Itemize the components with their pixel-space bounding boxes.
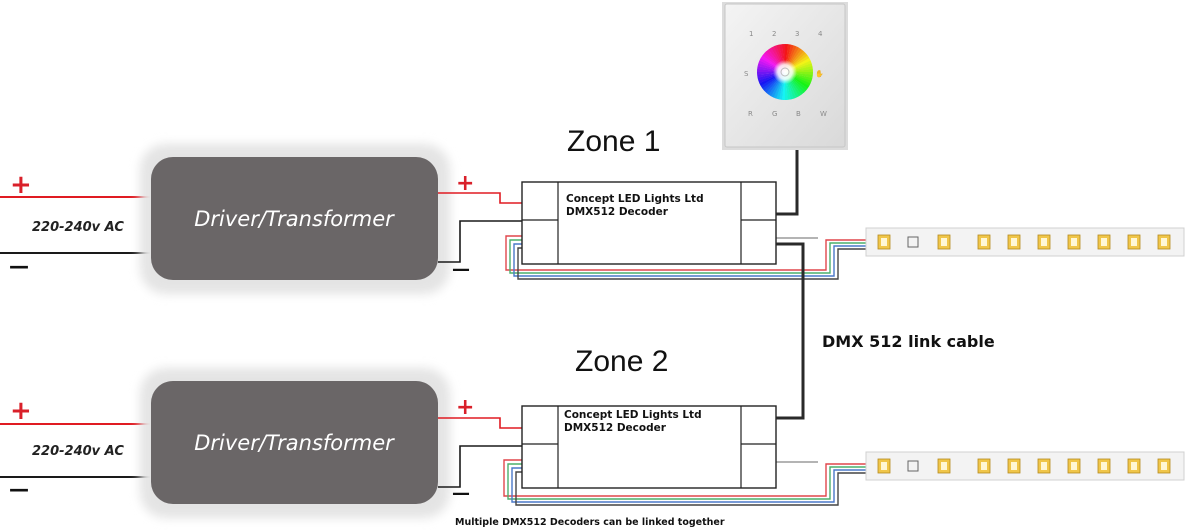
driver-label: Driver/Transformer — [194, 431, 395, 455]
led-chip-lens — [981, 462, 987, 470]
led-strip — [865, 227, 1185, 257]
white-button: W — [820, 110, 827, 118]
supply-voltage-label: 220-240v AC — [32, 220, 124, 235]
led-strip-body — [865, 227, 1185, 257]
decoder-brand: Concept LED Lights Ltd — [564, 409, 702, 421]
rgb-wire-green — [509, 239, 868, 274]
decoder-model: DMX512 Decoder — [564, 422, 667, 434]
output-plus-sign: + — [456, 395, 474, 420]
input-minus-sign: — — [9, 477, 29, 501]
rgb-wire-red — [503, 459, 868, 497]
decoder-box — [521, 181, 777, 265]
dmx-link-cable — [776, 242, 805, 420]
zone-button-2: 2 — [772, 30, 776, 38]
led-chip-lens — [1041, 238, 1047, 246]
input-minus-sign: — — [9, 254, 29, 278]
zone-button-3: 3 — [795, 30, 799, 38]
led-chip-lens — [941, 462, 947, 470]
led-chip-lens — [1131, 238, 1137, 246]
rgb-wire-black — [517, 247, 868, 280]
decoder-box — [521, 405, 777, 489]
red-button: R — [748, 110, 753, 118]
dmx-link-cable-label: DMX 512 link cable — [822, 332, 995, 351]
led-chip-lens — [1161, 238, 1167, 246]
scene-button: S — [744, 70, 749, 78]
led-chip-lens — [1071, 462, 1077, 470]
led-strip — [865, 451, 1185, 481]
zone-label: Zone 1 — [567, 125, 660, 158]
output-negative-wire — [438, 445, 522, 488]
led-chip-lens — [1131, 462, 1137, 470]
decoder-model: DMX512 Decoder — [566, 206, 669, 218]
zone-1: + — 220-240v AC Driver/Transformer + — C… — [0, 125, 1185, 294]
touch-icon: ✋ — [815, 69, 824, 78]
rgb-wire-black — [515, 471, 868, 506]
controller-cable — [776, 148, 799, 216]
rgb-wire-red — [505, 235, 868, 271]
led-chip-lens — [1011, 238, 1017, 246]
output-minus-sign: — — [452, 483, 470, 504]
led-strip-body — [865, 451, 1185, 481]
strip-resistor — [907, 460, 919, 472]
rgb-wire-blue — [513, 243, 868, 277]
output-positive-wire — [438, 192, 522, 204]
led-chip-lens — [1011, 462, 1017, 470]
rgb-wire-blue — [511, 467, 868, 503]
zone-2: + — 220-240v AC Driver/Transformer + — C… — [0, 345, 1185, 518]
output-negative-wire — [438, 220, 522, 263]
green-button: G — [772, 110, 777, 118]
rgb-wire-green — [507, 463, 868, 500]
led-chip-lens — [981, 238, 987, 246]
led-chip-lens — [1101, 462, 1107, 470]
led-chip-lens — [881, 462, 887, 470]
decoder-brand: Concept LED Lights Ltd — [566, 193, 704, 205]
led-chip-lens — [1041, 462, 1047, 470]
color-wheel-center — [773, 60, 797, 84]
led-chip-lens — [1101, 238, 1107, 246]
led-chip-lens — [881, 238, 887, 246]
zone-label: Zone 2 — [575, 345, 668, 378]
input-plus-sign: + — [10, 170, 32, 200]
footer-note: Multiple DMX512 Decoders can be linked t… — [455, 517, 725, 528]
zone-button-1: 1 — [749, 30, 753, 38]
wall-controller: 1 2 3 4 S ✋ R G B W — [722, 2, 848, 150]
led-chip-lens — [1071, 238, 1077, 246]
supply-voltage-label: 220-240v AC — [32, 444, 124, 459]
output-minus-sign: — — [452, 259, 470, 280]
output-positive-wire — [438, 417, 522, 429]
strip-resistor — [907, 236, 919, 248]
output-plus-sign: + — [456, 171, 474, 196]
driver-label: Driver/Transformer — [194, 207, 395, 231]
input-plus-sign: + — [10, 396, 32, 426]
driver-transformer — [151, 157, 438, 280]
led-chip-lens — [1161, 462, 1167, 470]
led-chip-lens — [941, 238, 947, 246]
driver-transformer — [151, 381, 438, 504]
blue-button: B — [796, 110, 801, 118]
zone-button-4: 4 — [818, 30, 823, 38]
